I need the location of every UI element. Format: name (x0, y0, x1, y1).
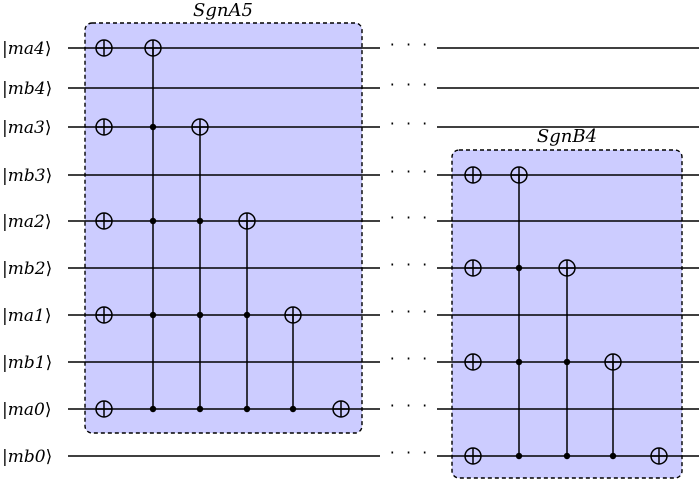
controlled-not-gate (510, 166, 528, 460)
control-dot (149, 405, 157, 413)
continuation-dots: · · · (390, 396, 430, 415)
control-dot (196, 217, 204, 225)
continuation-dots: · · · (390, 302, 430, 321)
control-dot (149, 311, 157, 319)
control-dot (149, 217, 157, 225)
wire-label-ma3: |ma3⟩ (2, 118, 51, 138)
continuation-dots: · · · (390, 349, 430, 368)
sgna5-block (84, 22, 363, 434)
controlled-not-gate (558, 259, 576, 460)
wire-label-ma2: |ma2⟩ (2, 212, 51, 232)
not-gate (332, 400, 350, 418)
wire-label-mb2: |mb2⟩ (2, 259, 52, 279)
continuation-dots: · · · (390, 255, 430, 274)
not-gate (464, 259, 482, 277)
control-dot (515, 358, 523, 366)
control-dot (243, 311, 251, 319)
not-gate (464, 353, 482, 371)
wire-label-ma1: |ma1⟩ (2, 306, 51, 326)
wire-label-mb1: |mb1⟩ (2, 353, 52, 373)
continuation-dots: · · · (390, 75, 430, 94)
wire-label-mb4: |mb4⟩ (2, 79, 52, 99)
not-gate (464, 166, 482, 184)
control-dot (289, 405, 297, 413)
controlled-not-gate (284, 306, 302, 413)
controlled-not-gate (144, 39, 162, 413)
control-dot (196, 311, 204, 319)
not-gate (95, 118, 113, 136)
control-dot (515, 264, 523, 272)
control-dot (563, 452, 571, 460)
control-dot (563, 358, 571, 366)
controlled-not-gate (604, 353, 622, 460)
wire-label-mb3: |mb3⟩ (2, 166, 52, 186)
continuation-dots: · · · (390, 162, 430, 181)
sgnb4-title: SgnB4 (537, 126, 597, 147)
continuation-dots: · · · (390, 443, 430, 462)
not-gate (95, 39, 113, 57)
control-dot (149, 123, 157, 131)
control-dot (609, 452, 617, 460)
continuation-dots: · · · (390, 114, 430, 133)
control-dot (196, 405, 204, 413)
control-dot (243, 405, 251, 413)
not-gate (95, 306, 113, 324)
control-dot (515, 452, 523, 460)
wire-label-ma4: |ma4⟩ (2, 39, 51, 59)
not-gate (95, 400, 113, 418)
controlled-not-gate (191, 118, 209, 413)
not-gate (650, 447, 668, 465)
continuation-dots: · · · (390, 35, 430, 54)
not-gate (95, 212, 113, 230)
continuation-dots: · · · (390, 208, 430, 227)
sgna5-title: SgnA5 (193, 0, 253, 21)
not-gate (464, 447, 482, 465)
wire-label-mb0: |mb0⟩ (2, 447, 52, 467)
wire-label-ma0: |ma0⟩ (2, 400, 51, 420)
controlled-not-gate (238, 212, 256, 413)
